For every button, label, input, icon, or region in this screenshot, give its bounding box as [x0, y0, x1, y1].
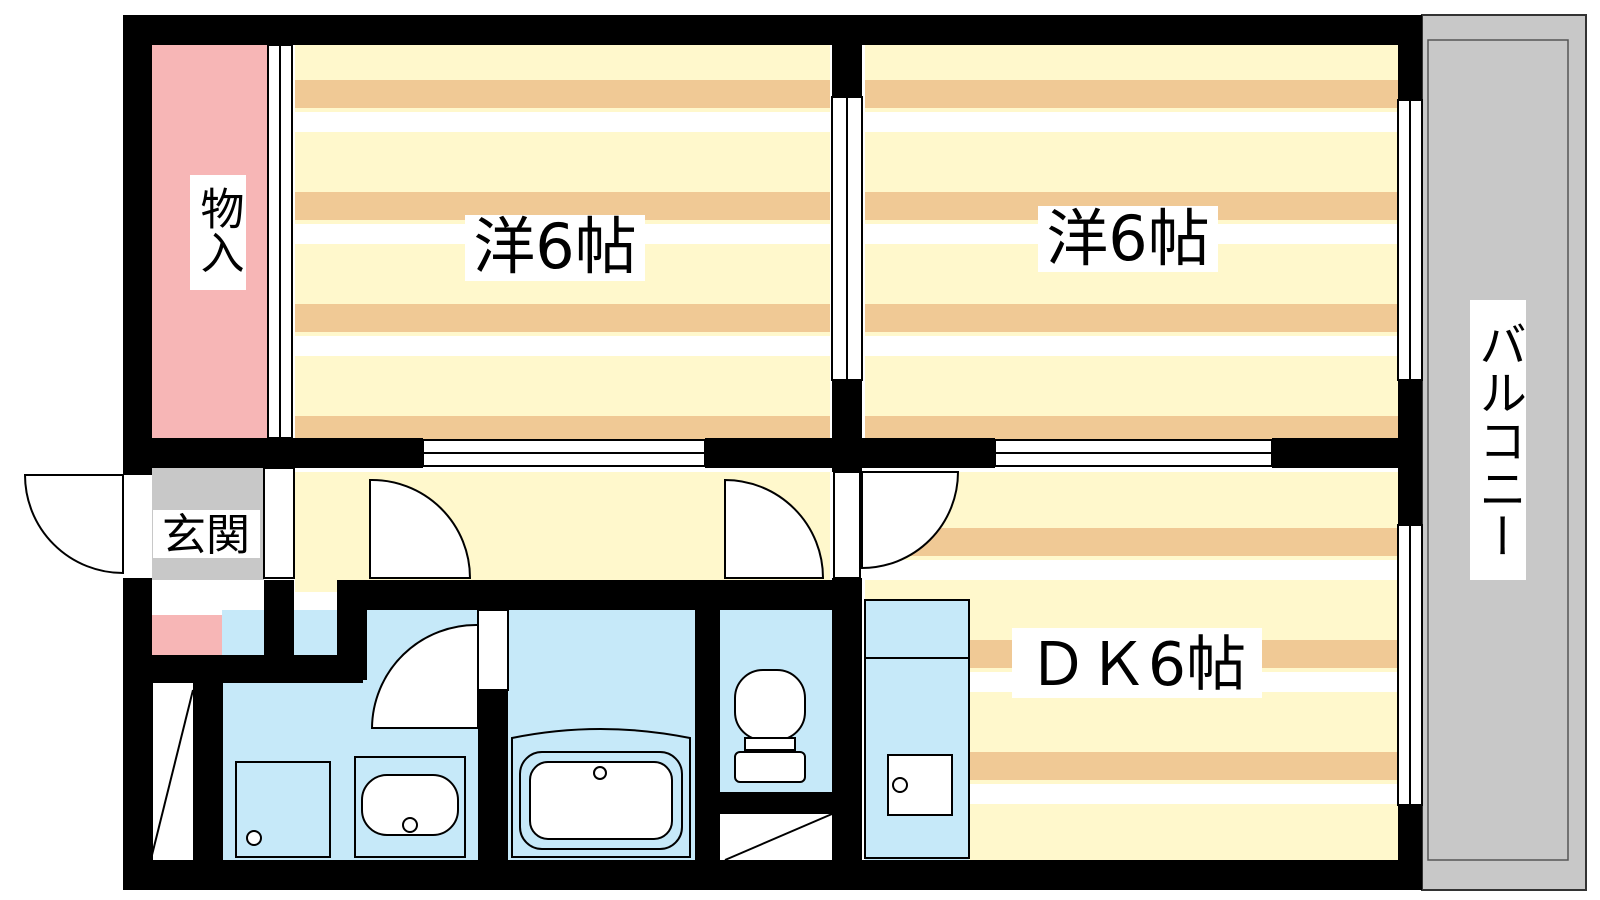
bathtub-basin	[529, 761, 673, 840]
entrance-door	[23, 474, 124, 575]
storage-label-bg	[190, 175, 246, 290]
toilet-tank	[734, 751, 806, 783]
washroom-door	[369, 478, 472, 579]
wall-right-1	[1398, 15, 1422, 100]
entrance-label: 玄関	[162, 510, 250, 561]
balcony	[1421, 14, 1587, 891]
washing-machine-drain	[246, 830, 262, 846]
walls	[123, 15, 1422, 890]
wall-toilet-bottom	[720, 792, 835, 814]
western-room-1-label: 洋6帖	[473, 210, 636, 283]
wall-bath-right	[695, 600, 720, 860]
wall-mid-bottom	[832, 578, 862, 860]
toilet-bowl	[734, 669, 806, 741]
toilet-closet-diagonal	[724, 813, 833, 861]
dk-label-bg	[1012, 628, 1262, 698]
dk-door-frame	[833, 471, 861, 579]
bathtub-drain	[593, 766, 607, 780]
wall-mid-top	[832, 15, 862, 97]
wall-horizontal-2	[705, 438, 995, 468]
wall-closet-top	[123, 655, 193, 683]
room1-label-bg	[465, 215, 645, 281]
toilet-door	[724, 478, 825, 579]
closet-diagonal	[151, 689, 194, 856]
balcony-label: バルコニー	[1470, 320, 1526, 560]
wall-horizontal-1	[123, 438, 423, 468]
dk-door	[861, 471, 960, 570]
wall-washroom-left	[193, 655, 223, 860]
room2-label-bg	[1038, 206, 1218, 272]
wall-right-3	[1398, 805, 1422, 890]
vanity-basin	[361, 774, 459, 836]
wall-left-upper	[123, 15, 152, 475]
entrance-label-bg	[153, 510, 260, 558]
bath-door	[370, 623, 479, 729]
windows	[263, 44, 1423, 806]
door-swings	[23, 471, 960, 729]
toilet-seat-base	[744, 737, 796, 751]
wall-top	[123, 15, 1422, 45]
storage-label: 物入	[193, 186, 244, 274]
kitchen-counter-top	[864, 599, 970, 659]
balcony-label-bg	[1470, 300, 1526, 580]
dining-kitchen-label: ＤＫ6帖	[1028, 630, 1246, 700]
vanity-drain	[402, 817, 418, 833]
western-room-2-label: 洋6帖	[1046, 202, 1209, 275]
closet-lines	[151, 683, 833, 861]
wall-washroom-top	[193, 655, 363, 683]
kitchen-sink-drain	[892, 777, 908, 793]
fixtures	[235, 599, 970, 859]
kitchen-sink	[887, 754, 953, 816]
wall-wet-top	[337, 580, 837, 610]
entrance-sliding-door	[263, 467, 295, 579]
wall-bottom	[123, 860, 1422, 890]
bath-door-frame	[477, 609, 509, 691]
wall-left-lower	[123, 578, 152, 890]
wall-horizontal-3	[1272, 438, 1422, 468]
wall-entrance-step	[264, 580, 294, 655]
